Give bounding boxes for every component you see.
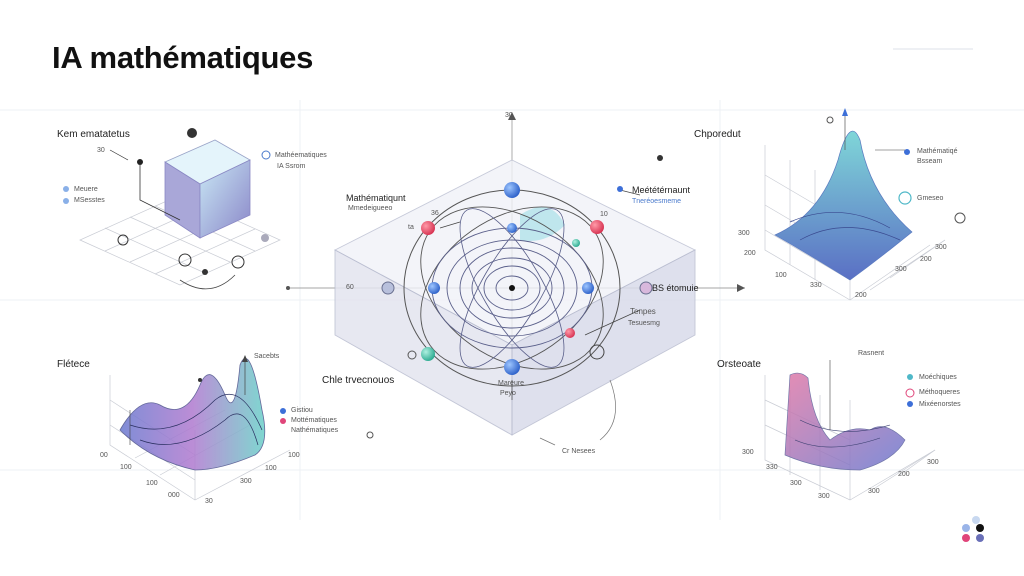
top-right-annotation: Bsseam — [917, 158, 943, 165]
bottom-right-tick: 200 — [898, 471, 910, 478]
top-right-panel — [764, 108, 966, 301]
corner-dots-logo — [962, 516, 992, 546]
top-left-panel-label: Kem ematatetus — [57, 129, 130, 140]
top-right-tick: 200 — [855, 292, 867, 299]
top-left-panel — [63, 128, 281, 290]
top-right-tick: 200 — [920, 256, 932, 263]
page-title: IA mathématiques — [52, 40, 314, 75]
bottom-right-annotation: Moéchiques — [919, 374, 957, 381]
top-left-annotation: Mathéematiques — [275, 152, 327, 159]
bottom-right-annotation: Rasnent — [858, 350, 885, 357]
bottom-right-annotation: Mixéenorstes — [919, 401, 961, 408]
bottom-right-tick: 330 — [766, 464, 778, 471]
bottom-left-tick: 00 — [100, 452, 108, 459]
dot-icon — [976, 534, 984, 542]
bottom-right-tick: 300 — [868, 488, 880, 495]
top-right-tick: 300 — [935, 244, 947, 251]
bottom-left-tick: 000 — [168, 492, 180, 499]
bottom-left-tick: 100 — [288, 452, 300, 459]
bottom-left-panel — [109, 355, 374, 501]
top-right-tick: 300 — [895, 266, 907, 273]
center-annotation: Tneréoesmeme — [632, 198, 682, 205]
bottom-left-annotation: Sacebts — [254, 353, 280, 360]
center-annotation: Mathématiqunt — [346, 193, 406, 203]
dot-icon — [976, 524, 984, 532]
center-small-label: ta — [408, 224, 414, 231]
center-annotation: Mmedeigueeo — [348, 205, 393, 212]
center-annotation: Cr Nesees — [562, 448, 596, 455]
top-left-annotation: Meuere — [74, 186, 98, 193]
dot-icon — [972, 516, 980, 524]
bottom-left-tick: 30 — [205, 498, 213, 505]
bottom-left-panel-label: Flétece — [57, 359, 90, 370]
center-annotation: BS étomuie — [652, 283, 699, 293]
top-right-tick: 200 — [744, 250, 756, 257]
center-annotation: Chle trvecnouos — [322, 375, 395, 386]
dot-icon — [962, 534, 970, 542]
bottom-right-tick: 300 — [790, 480, 802, 487]
center-diagram — [286, 112, 745, 446]
bottom-left-tick: 100 — [120, 464, 132, 471]
top-right-tick: 100 — [775, 272, 787, 279]
top-right-annotation: Gmeseo — [917, 195, 944, 202]
bottom-left-tick: 100 — [265, 465, 277, 472]
bottom-left-tick: 100 — [146, 480, 158, 487]
center-annotation: Meététérnaunt — [632, 185, 691, 195]
top-left-annotation: IA Ssrom — [277, 163, 306, 170]
bottom-right-tick: 300 — [742, 449, 754, 456]
center-small-label: 30 — [505, 112, 513, 119]
bottom-left-annotation: Mottématiques — [291, 417, 337, 424]
top-right-annotation: Mathématiqé — [917, 148, 958, 155]
bottom-right-annotation: Méthoqueres — [919, 389, 960, 396]
top-divider — [893, 48, 973, 50]
bottom-left-annotation: Gistiou — [291, 407, 313, 414]
top-right-panel-label: Chporedut — [694, 129, 741, 140]
top-left-annotation: 30 — [97, 147, 105, 154]
center-small-label: 60 — [346, 284, 354, 291]
bottom-right-tick: 300 — [927, 459, 939, 466]
center-annotation: Peyo — [500, 390, 516, 397]
center-small-label: 10 — [600, 211, 608, 218]
center-annotation: Tenpes — [630, 307, 656, 316]
top-right-tick: 300 — [738, 230, 750, 237]
bottom-left-annotation: Nathématiques — [291, 427, 339, 434]
center-small-label: 36 — [431, 210, 439, 217]
bottom-right-panel-label: Orsteoate — [717, 359, 761, 370]
bottom-right-panel — [764, 360, 936, 501]
center-annotation: Tesuesmg — [628, 320, 660, 327]
top-right-tick: 330 — [810, 282, 822, 289]
dot-icon — [962, 524, 970, 532]
center-annotation: Mareure — [498, 380, 525, 387]
top-left-annotation: MSesstes — [74, 197, 105, 204]
bottom-right-tick: 300 — [818, 493, 830, 500]
bottom-left-tick: 300 — [240, 478, 252, 485]
